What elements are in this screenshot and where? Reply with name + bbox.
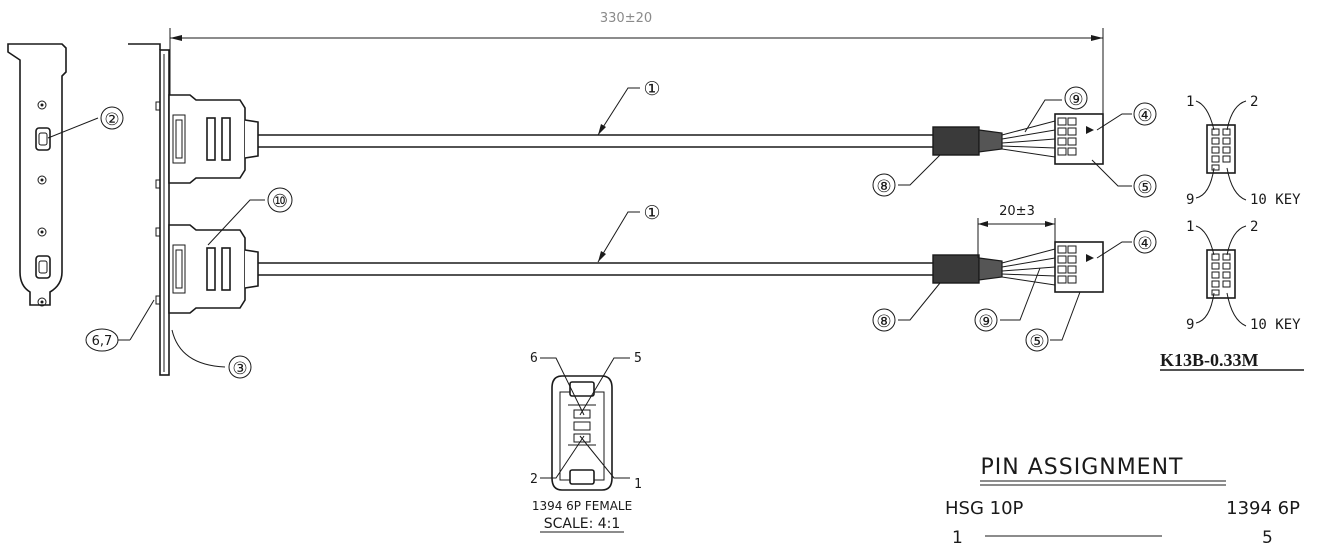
balloon-9-lower-label: ⑨ <box>978 312 993 332</box>
pin-10-key-upper: 10 KEY <box>1250 192 1301 208</box>
balloon-4-upper-label: ④ <box>1137 106 1152 126</box>
upper-cable <box>168 94 1104 184</box>
balloon-4-upper: ④ <box>1096 102 1157 131</box>
bracket-face-view <box>7 43 67 307</box>
pin-2-upper: 2 <box>1250 94 1258 110</box>
overall-length-label: 330±20 <box>600 11 652 26</box>
female-pin-5: 5 <box>634 351 642 366</box>
female-pin-6: 6 <box>530 351 538 366</box>
female-connector-detail: 6 5 2 1 1394 6P FEMALE SCALE: 4:1 <box>530 351 642 533</box>
pin-1-lower: 1 <box>1186 219 1194 235</box>
balloon-1-lower-label: ① <box>643 202 660 224</box>
balloon-4-lower-label: ④ <box>1137 234 1152 254</box>
balloon-5-upper: ⑤ <box>1091 159 1157 198</box>
balloon-9-lower: ⑨ <box>974 267 1041 332</box>
female-connector-title: 1394 6P FEMALE <box>532 499 632 513</box>
female-connector-scale: SCALE: 4:1 <box>544 516 621 532</box>
pin-assignment-table: PIN ASSIGNMENT HSG 10P 1394 6P 1 5 <box>945 455 1300 548</box>
balloon-1-lower: ① <box>597 202 661 263</box>
row-1-left: 1 <box>952 528 963 548</box>
pin-assignment-title: PIN ASSIGNMENT <box>981 455 1184 480</box>
strip-length-label: 20±3 <box>999 204 1035 219</box>
balloon-3-label: ③ <box>232 359 247 379</box>
female-pin-1: 1 <box>634 477 642 492</box>
balloon-10: ⑩ <box>207 187 293 246</box>
balloon-5-lower-label: ⑤ <box>1029 332 1044 352</box>
header-pinout-upper: 1 2 9 10 KEY <box>1186 94 1301 208</box>
balloon-5-upper-label: ⑤ <box>1137 178 1152 198</box>
part-number: K13B-0.33M <box>1160 350 1259 370</box>
col-hsg-10p: HSG 10P <box>945 498 1024 519</box>
balloon-4-lower: ④ <box>1096 230 1157 259</box>
balloon-2-label: ② <box>104 110 119 130</box>
pin-9-upper: 9 <box>1186 192 1194 208</box>
balloon-6-7-label: 6,7 <box>92 334 113 349</box>
header-pinout-lower: 1 2 9 10 KEY <box>1186 219 1301 333</box>
balloon-8-lower: ⑧ <box>872 282 941 332</box>
balloon-1-upper: ① <box>597 78 661 136</box>
balloon-3: ③ <box>171 329 252 379</box>
female-pin-2: 2 <box>530 472 538 487</box>
balloon-9-upper-label: ⑨ <box>1068 90 1083 110</box>
balloon-8-lower-label: ⑧ <box>876 312 891 332</box>
pin-10-key-lower: 10 KEY <box>1250 317 1301 333</box>
balloon-5-lower: ⑤ <box>1025 291 1081 352</box>
row-1-right: 5 <box>1262 528 1273 548</box>
pin-1-upper: 1 <box>1186 94 1194 110</box>
pin-9-lower: 9 <box>1186 317 1194 333</box>
pin-2-lower: 2 <box>1250 219 1258 235</box>
balloon-2: ② <box>47 106 124 139</box>
balloon-10-label: ⑩ <box>272 191 288 212</box>
balloon-9-upper: ⑨ <box>1024 86 1088 133</box>
balloon-8-upper: ⑧ <box>872 154 941 197</box>
balloon-1-upper-label: ① <box>643 78 660 100</box>
balloon-6-7: 6,7 <box>85 299 155 352</box>
balloon-8-upper-label: ⑧ <box>876 177 891 197</box>
col-1394-6p: 1394 6P <box>1226 498 1300 519</box>
overall-dimension: 330±20 <box>169 11 1104 140</box>
lower-cable <box>168 224 1104 314</box>
strip-length-dimension: 20±3 <box>977 204 1056 258</box>
bracket-side-view <box>128 43 170 376</box>
